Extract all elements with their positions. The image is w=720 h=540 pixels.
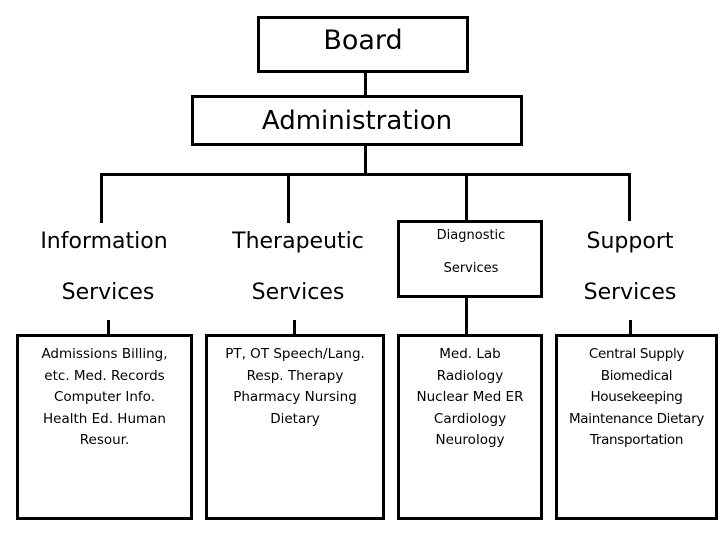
connector-support-detail (629, 320, 632, 336)
connector-bus-information (100, 173, 103, 223)
information-services-title-line1: Information (40, 229, 168, 254)
diagnostic-services-title-line2: Services (443, 261, 499, 276)
diagnostic-services-box (397, 220, 543, 298)
therapeutic-services-detail-box: PT, OT Speech/Lang. Resp. Therapy Pharma… (205, 334, 385, 520)
board-label: Board (323, 25, 403, 56)
diagnostic-services-title-line1: Diagnostic (436, 228, 506, 243)
administration-box: Administration (191, 95, 523, 146)
therapeutic-services-title-line2: Services (251, 280, 345, 305)
support-services-detail-box: Central Supply Biomedical Housekeeping M… (555, 334, 718, 520)
support-services-title-line1: Support (586, 229, 674, 254)
support-services-title-line2: Services (583, 280, 677, 305)
connector-bus-diagnostic (465, 173, 468, 221)
connector-admin-bus (364, 145, 367, 176)
connector-bus-therapeutic (287, 173, 290, 223)
connector-horizontal-bus (100, 173, 631, 176)
connector-diagnostic-detail (465, 297, 468, 336)
connector-therapeutic-detail (293, 320, 296, 336)
board-box: Board (257, 16, 469, 73)
information-services-detail-box: Admissions Billing, etc. Med. Records Co… (16, 334, 193, 520)
connector-bus-support (628, 173, 631, 221)
diagnostic-services-detail-box: Med. Lab Radiology Nuclear Med ER Cardio… (397, 334, 543, 520)
information-services-title-line2: Services (61, 280, 155, 305)
connector-information-detail (107, 320, 110, 336)
therapeutic-services-title-line1: Therapeutic (232, 229, 364, 254)
connector-board-admin (364, 72, 367, 96)
administration-label: Administration (261, 106, 453, 136)
